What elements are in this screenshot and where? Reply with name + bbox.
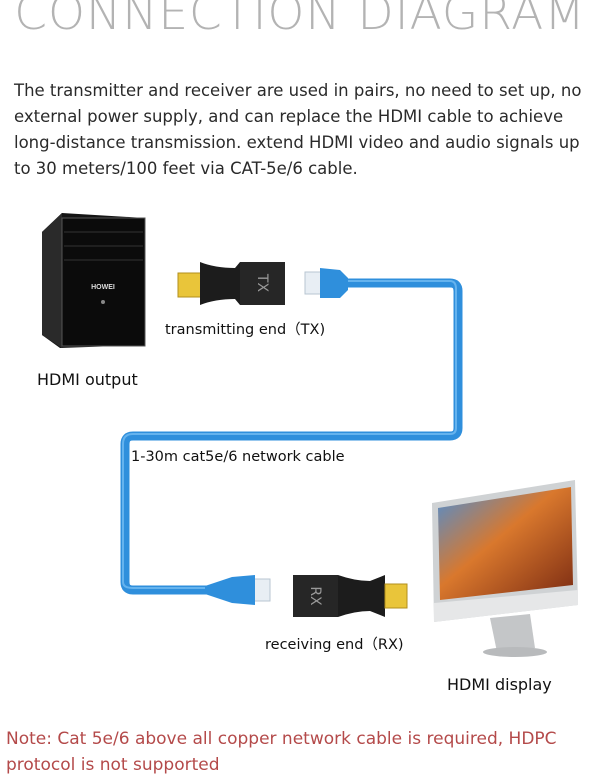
pc-brand-logo: HOWEI (91, 284, 115, 291)
transmitter-label: transmitting end（TX) (165, 322, 326, 338)
source-label: HDMI output (37, 370, 138, 389)
cable-label: 1-30m cat5e/6 network cable (131, 449, 345, 465)
description-text: The transmitter and receiver are used in… (14, 81, 582, 178)
pc-tower-icon: HOWEI (42, 213, 146, 348)
rx-marking: RX (307, 586, 323, 606)
tx-marking: TX (254, 273, 270, 293)
rj45-connector-icon (205, 575, 271, 605)
network-cable-highlight (122, 280, 457, 589)
display-label: HDMI display (447, 675, 552, 694)
diagram-title: CONNECTION DIAGRAM (14, 0, 586, 41)
rx-adapter-icon: RX (293, 575, 408, 617)
tx-adapter-icon: TX (177, 262, 285, 305)
rj45-connector-icon (304, 268, 348, 298)
monitor-icon (432, 480, 578, 657)
note-text: Note: Cat 5e/6 above all copper network … (6, 729, 557, 775)
receiver-label: receiving end（RX) (265, 637, 404, 653)
